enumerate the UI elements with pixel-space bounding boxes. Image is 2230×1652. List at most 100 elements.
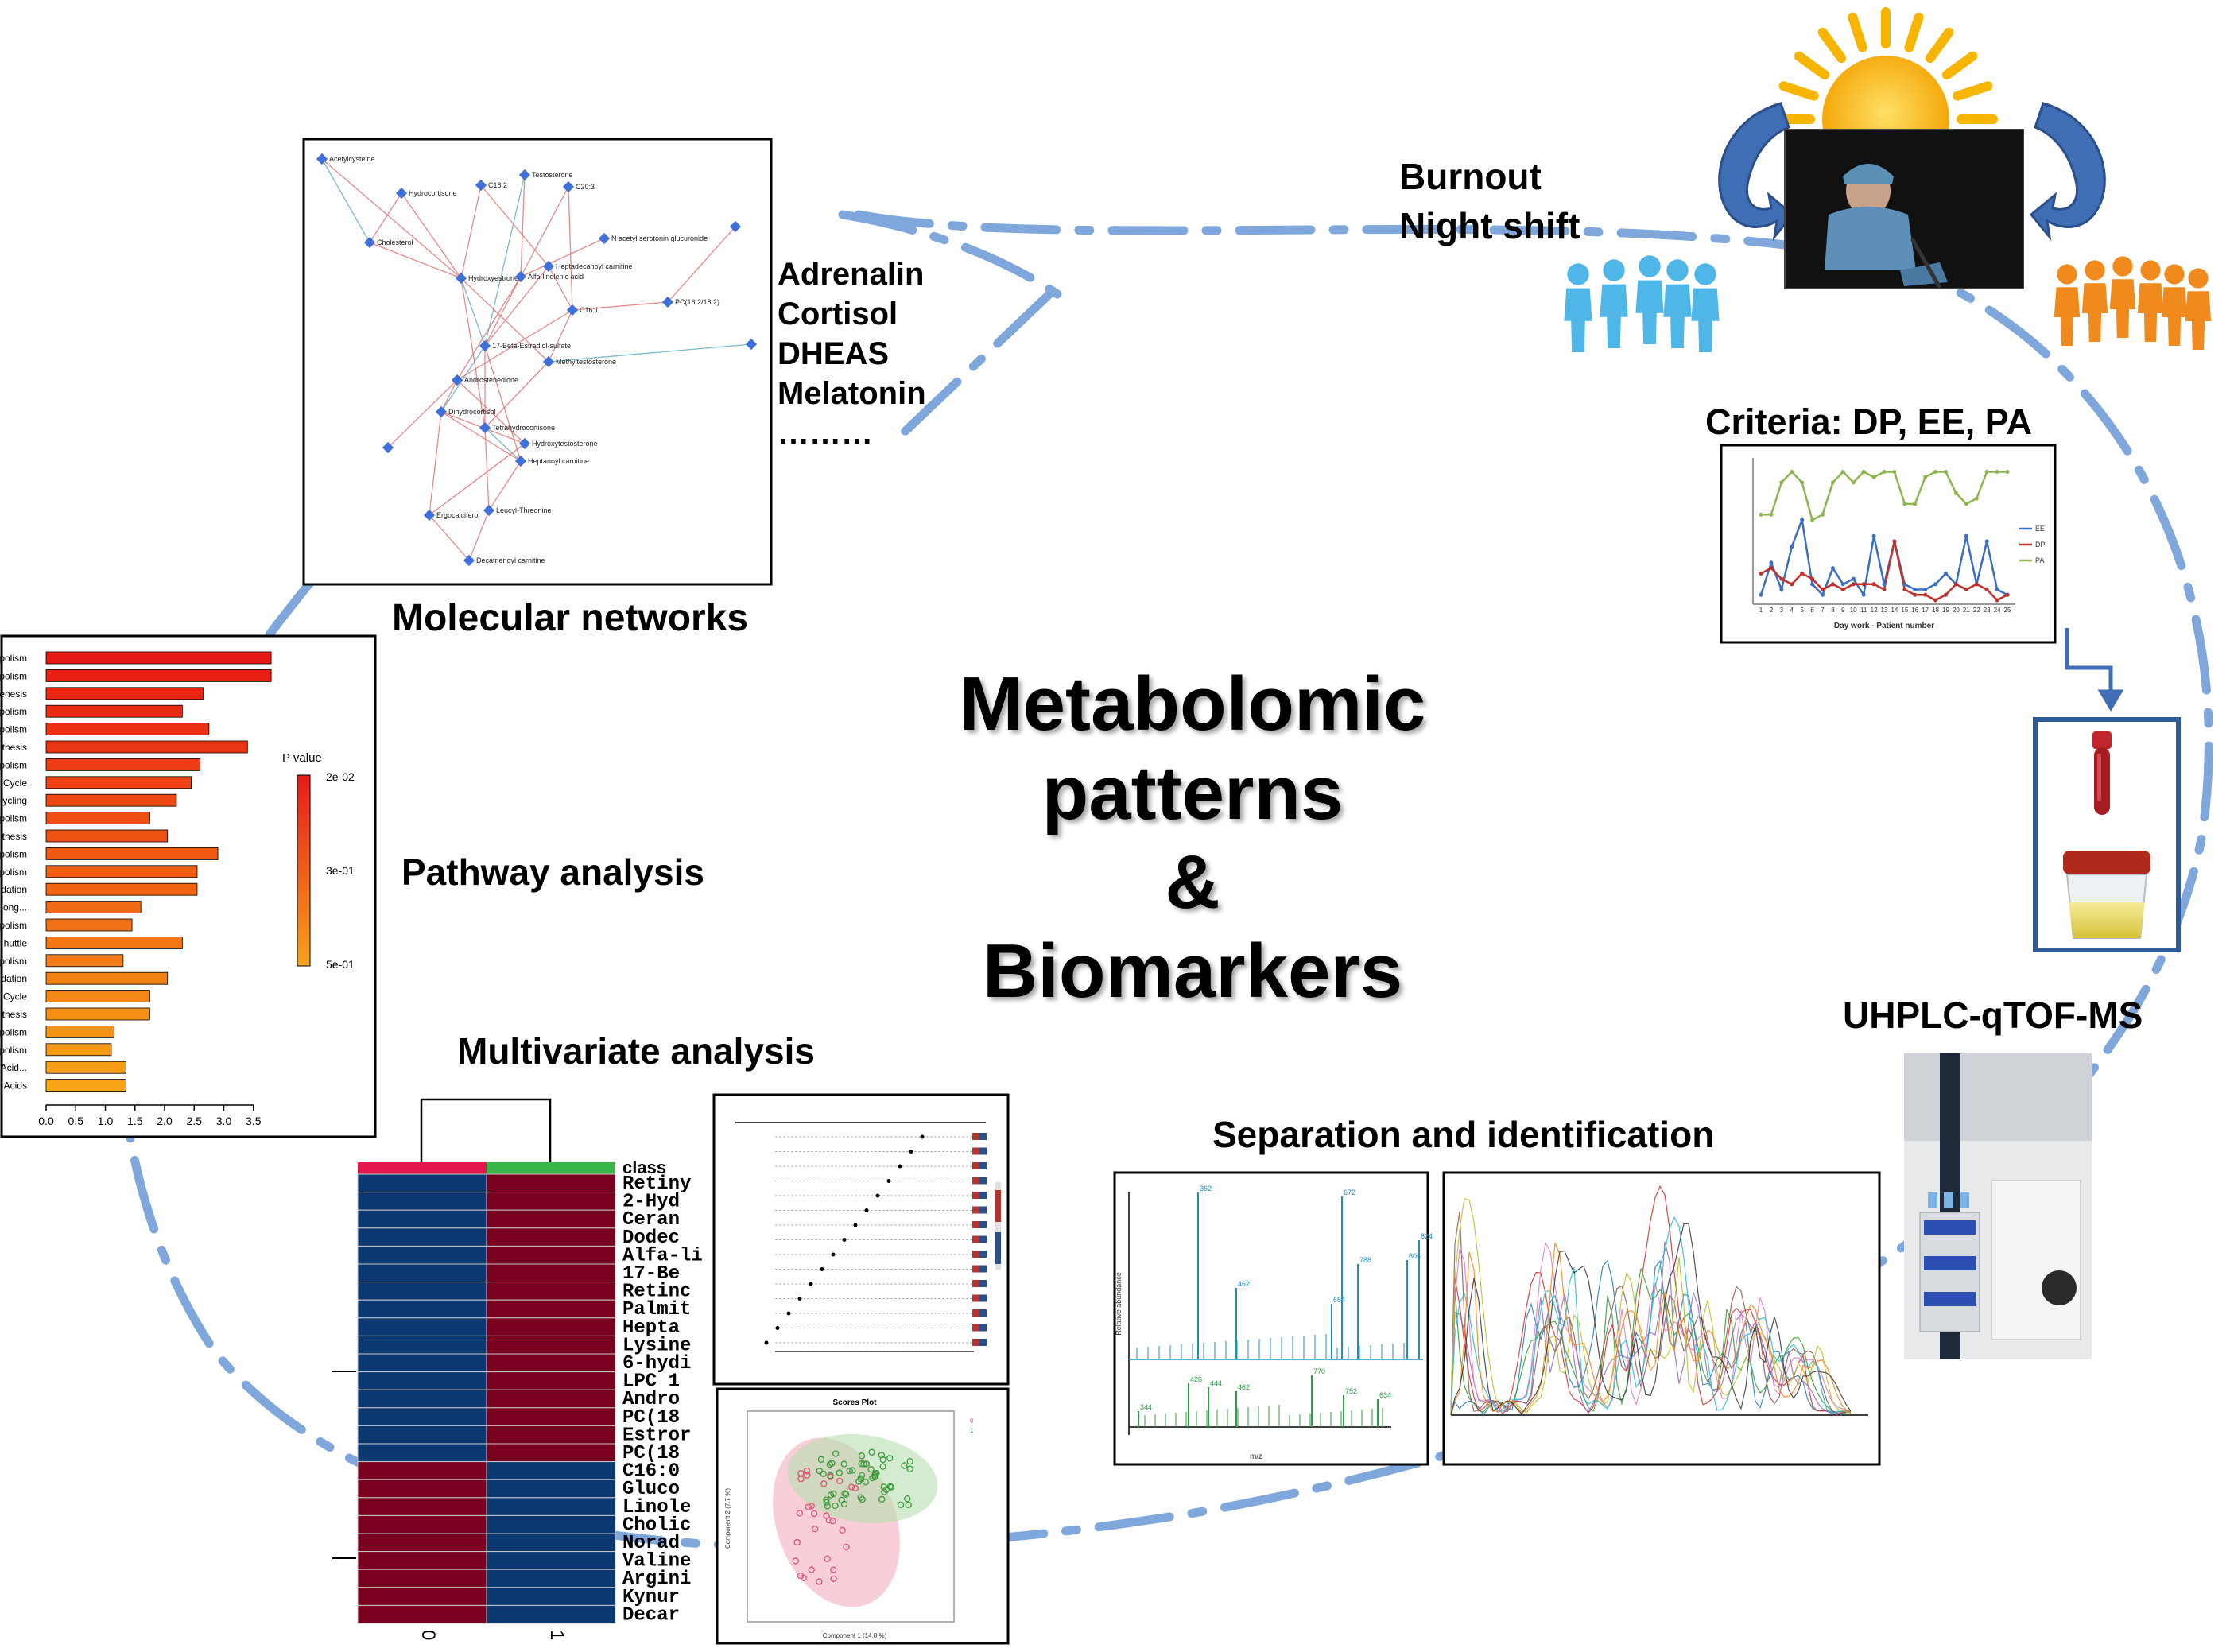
chromatogram-trace <box>1450 1216 1852 1416</box>
sun-ray <box>1925 27 1954 64</box>
heatmap-cell <box>486 1227 616 1247</box>
criteria-point <box>1871 533 1876 538</box>
heatmap-cell <box>486 1533 616 1553</box>
vip-swatch-high <box>972 1192 979 1199</box>
score-point-group0 <box>808 1503 815 1510</box>
network-edge <box>387 379 458 448</box>
scores-ylabel: Component 2 (7.7 %) <box>724 1488 731 1549</box>
pathway-bar <box>45 882 198 896</box>
vip-point <box>764 1340 769 1345</box>
network-node <box>395 187 408 200</box>
pathway-label: ycling <box>2 795 27 806</box>
vip-point <box>809 1282 813 1286</box>
network-node <box>745 338 758 351</box>
score-point-group1 <box>879 1456 886 1464</box>
heatmap-cell <box>486 1371 616 1390</box>
pathway-bar <box>45 1061 126 1074</box>
vip-swatch-low <box>979 1192 987 1199</box>
pathway-bar <box>45 651 272 665</box>
heatmap-cell <box>357 1335 487 1355</box>
criteria-xtick: 11 <box>1860 607 1867 614</box>
network-edge <box>456 379 526 444</box>
hormone-item: Cortisol <box>778 297 898 332</box>
criteria-point <box>1984 588 1989 592</box>
criteria-xtick: 10 <box>1850 607 1857 614</box>
heatmap-row-label: Alfa-li <box>622 1245 703 1266</box>
pathway-bar <box>45 954 124 968</box>
criteria-xtick: 5 <box>1800 607 1804 614</box>
score-point-group1 <box>882 1486 890 1493</box>
criteria-point <box>1882 469 1887 474</box>
class-bar-1 <box>487 1162 615 1174</box>
criteria-xtick: 8 <box>1831 607 1835 614</box>
pathway-axis-tick-label: 1.5 <box>127 1115 143 1127</box>
network-edge <box>460 277 486 347</box>
ms-peak-label-top: 672 <box>1344 1189 1355 1196</box>
network-edge <box>667 226 736 303</box>
vip-swatch-low <box>979 1309 987 1317</box>
vip-swatch-low <box>979 1339 987 1346</box>
vip-point <box>797 1297 802 1301</box>
ms-peak-label-bottom: 426 <box>1190 1375 1202 1383</box>
criteria-point <box>1902 502 1907 506</box>
pvalue-legend-tick: 2e-02 <box>326 770 355 783</box>
pathway-chart: polismpolismenesispolismpolismthesispoli… <box>0 634 377 1138</box>
heatmap-row-label: C16:0 <box>622 1461 680 1483</box>
vip-swatch-low <box>979 1177 987 1185</box>
network-edge <box>456 276 522 381</box>
pathway-label: polism <box>0 1026 27 1037</box>
network-node-label: C16:1 <box>580 306 599 314</box>
score-point-group1 <box>857 1494 864 1501</box>
criteria-point <box>1913 592 1918 597</box>
heatmap-cell <box>357 1192 487 1211</box>
blood-tube-icon <box>2092 731 2112 815</box>
uhplc-label: UHPLC-qTOF-MS <box>1843 995 2143 1036</box>
network-node-label: Methyltestosterone <box>556 358 616 366</box>
criteria-xtick: 15 <box>1901 607 1908 614</box>
dendrogram <box>420 1098 552 1165</box>
criteria-xtick: 7 <box>1821 607 1825 614</box>
hormone-item: Melatonin <box>778 376 926 411</box>
pathway-label: polism <box>0 706 27 717</box>
heatmap-cell <box>357 1227 487 1247</box>
vip-point <box>886 1179 891 1183</box>
criteria-xtick: 18 <box>1932 607 1939 614</box>
network-edge <box>468 510 490 561</box>
network-node <box>518 169 531 181</box>
network-node-label: Cholesterol <box>377 238 413 246</box>
pathway-label: polism <box>0 867 27 878</box>
heatmap-cell <box>486 1282 616 1301</box>
criteria-point <box>1759 571 1763 576</box>
heatmap-cell <box>486 1587 616 1606</box>
vip-swatch-high <box>972 1265 979 1273</box>
criteria-point <box>1810 576 1815 581</box>
network-edge <box>440 345 486 413</box>
network-edge <box>460 277 486 429</box>
sun-ray <box>1953 81 1993 101</box>
person-head <box>2112 256 2133 277</box>
score-point-group1 <box>849 1467 856 1474</box>
pathway-label: polism <box>0 848 27 859</box>
criteria-xtick: 24 <box>1994 607 2001 614</box>
pathway-bar <box>45 971 169 985</box>
heatmap-row-label: 17-Be <box>622 1263 680 1285</box>
title-line-1: Metabolomic <box>959 661 1426 747</box>
heatmap-cell <box>486 1497 616 1516</box>
pathway-axis-tick-label: 0.0 <box>38 1115 54 1127</box>
criteria-legend-label: DP <box>2035 541 2046 549</box>
criteria-point <box>1840 469 1845 474</box>
criteria-point <box>1779 588 1784 592</box>
molecular-network-panel: AcetylcysteineHydrocortisoneC18:2Testost… <box>302 138 773 586</box>
person-head <box>2140 260 2161 281</box>
pvalue-legend-tick: 3e-01 <box>326 864 355 877</box>
criteria-point <box>1882 588 1887 592</box>
vip-swatch-low <box>979 1235 987 1243</box>
molecular-networks-label: Molecular networks <box>392 597 749 639</box>
ms-xlabel: m/z <box>1250 1452 1262 1461</box>
criteria-xtick: 6 <box>1810 607 1814 614</box>
heatmap-cell <box>357 1443 487 1463</box>
vip-swatch-low <box>979 1147 987 1155</box>
vip-swatch-high <box>972 1133 979 1140</box>
pathway-label: polism <box>0 956 27 967</box>
criteria-point <box>1821 592 1825 597</box>
